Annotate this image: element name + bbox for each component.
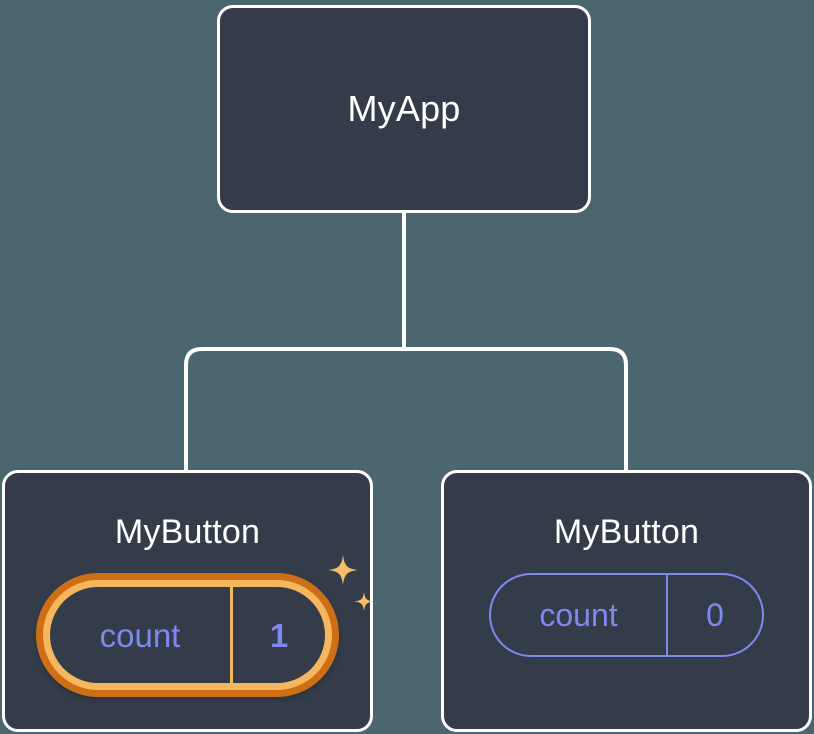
state-pill-wrapper: count 1 (36, 555, 374, 697)
state-pill-wrapper: count 0 (489, 573, 764, 657)
sparkle-large-icon (328, 555, 358, 585)
node-card-mybutton-right[interactable]: MyButton count 0 (441, 470, 812, 732)
node-title: MyButton (553, 513, 700, 551)
node-title: MyApp (347, 88, 461, 129)
state-pill-inner: count 1 (50, 587, 325, 683)
node-card-myapp[interactable]: MyApp (217, 5, 591, 213)
node-title: MyButton (114, 513, 261, 551)
state-value-label: 1 (230, 587, 325, 683)
node-card-mybutton-left[interactable]: MyButton count 1 (2, 470, 374, 732)
sparkle-group (328, 555, 374, 611)
state-value-label: 0 (666, 575, 762, 655)
state-pill-plain[interactable]: count 0 (489, 573, 764, 657)
state-pill-highlighted[interactable]: count 1 (36, 573, 339, 697)
sparkle-small-icon (354, 592, 374, 611)
state-key-label: count (99, 616, 181, 654)
connector-child-bus (184, 347, 628, 470)
state-key-label: count (539, 597, 618, 633)
